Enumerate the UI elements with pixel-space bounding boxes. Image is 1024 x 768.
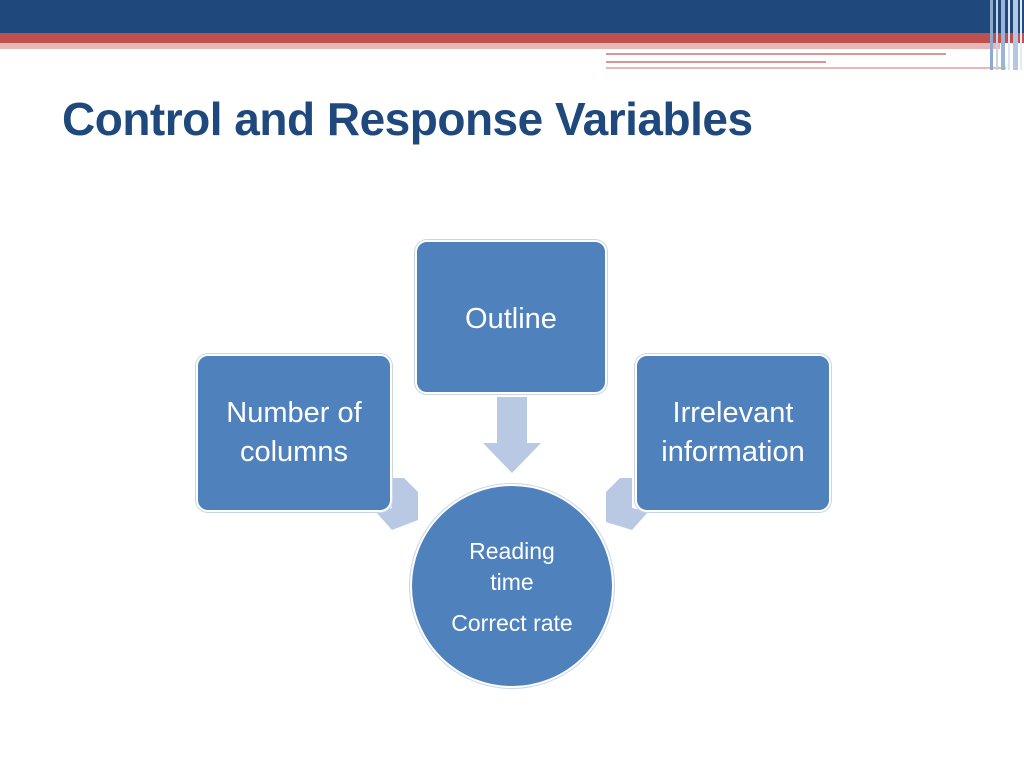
node-outline: Outline: [415, 240, 607, 394]
arrow-down: [483, 397, 541, 473]
node-columns-line1: Number of: [226, 397, 362, 429]
node-outline-label: Outline: [465, 303, 557, 335]
node-irrelevant-line1: Irrelevant: [672, 397, 794, 429]
header-right-stripes: [990, 0, 1024, 70]
center-line1: Reading: [469, 538, 555, 564]
node-irrelevant-information: Irrelevant information: [635, 354, 831, 512]
header-band-red: [0, 33, 1024, 43]
header-band-pink: [0, 43, 1000, 49]
center-line2: time: [490, 569, 534, 595]
node-columns-line2: columns: [239, 436, 348, 468]
arrow-from-left: [376, 478, 418, 530]
header-accent-lines: [606, 49, 1006, 71]
arrow-from-right: [606, 478, 648, 530]
node-number-of-columns: Number of columns: [196, 354, 392, 512]
node-response-circle: Reading time Correct rate: [410, 484, 614, 688]
center-line3: Correct rate: [451, 610, 573, 636]
slide-title: Control and Response Variables: [62, 93, 753, 145]
header-band-blue: [0, 0, 1024, 33]
node-irrelevant-line2: information: [661, 436, 805, 468]
